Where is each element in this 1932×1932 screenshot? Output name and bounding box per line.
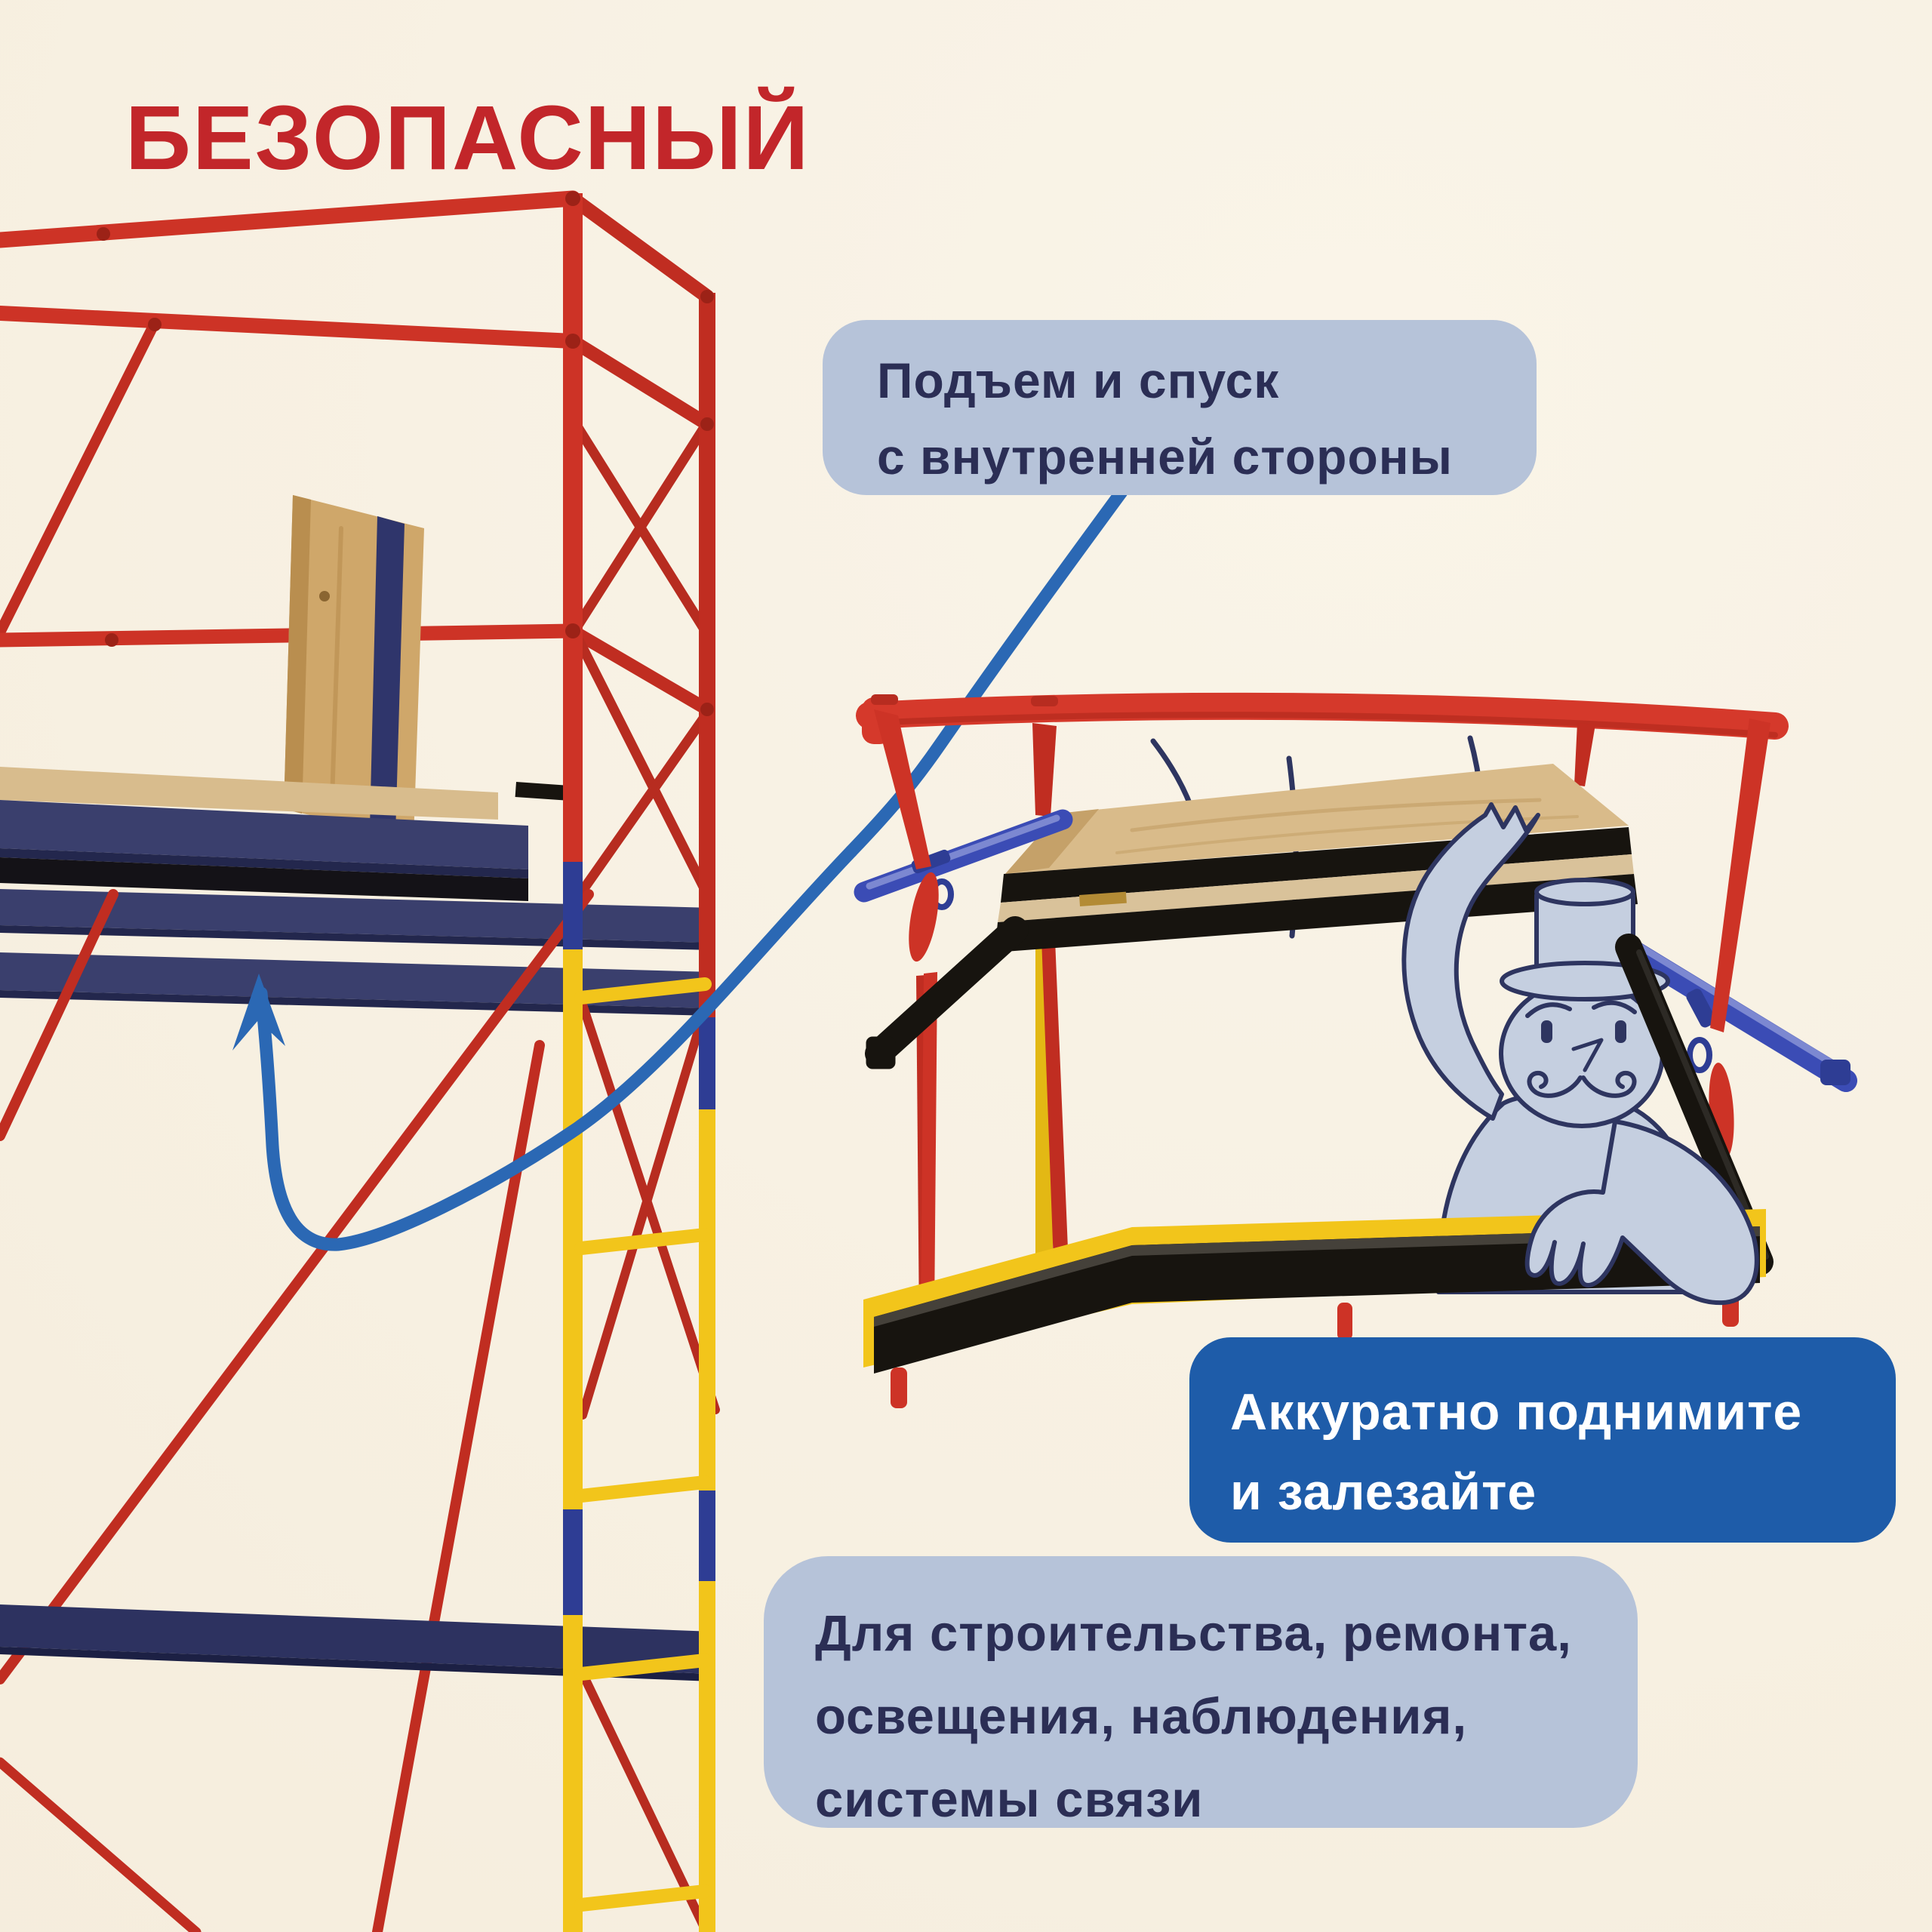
scaffold-post-far: [699, 293, 715, 1932]
callout-line: и залезайте: [1230, 1463, 1537, 1521]
guard-post-left: [874, 709, 939, 1317]
scaffold-tower-photo: [0, 190, 720, 1932]
scaffold-post-near: [563, 193, 583, 1932]
mascot-face: [1525, 1000, 1637, 1098]
connector-line: [844, 485, 1128, 858]
page-title: БЕЗОПАСНЫЙ: [125, 86, 811, 189]
plywood-hatch: [284, 495, 424, 839]
callout-line: Для строительства, ремонта,: [815, 1605, 1572, 1662]
side-rail-right: [1619, 938, 1857, 1092]
callout-inner-side: Подъем и спуск с внутренней стороны: [823, 320, 1537, 495]
curved-arrow-icon: [232, 844, 858, 1251]
platform-inset-photo: [854, 692, 1857, 1408]
callout-line: системы связи: [815, 1771, 1204, 1828]
callout-line: Аккуратно поднимите: [1230, 1383, 1803, 1441]
callout-line: освещения, наблюдения,: [815, 1688, 1468, 1745]
callout-climb: Аккуратно поднимите и залезайте: [1189, 1337, 1896, 1543]
ladder-rungs: [574, 977, 712, 1912]
waving-arm: [1401, 802, 1540, 1121]
callout-line: Подъем и спуск: [877, 352, 1280, 408]
callout-line: с внутренней стороны: [877, 429, 1454, 485]
callout-uses: Для строительства, ремонта, освещения, н…: [764, 1556, 1638, 1828]
arrowhead: [232, 974, 285, 1051]
resting-arm: [1524, 1119, 1759, 1306]
